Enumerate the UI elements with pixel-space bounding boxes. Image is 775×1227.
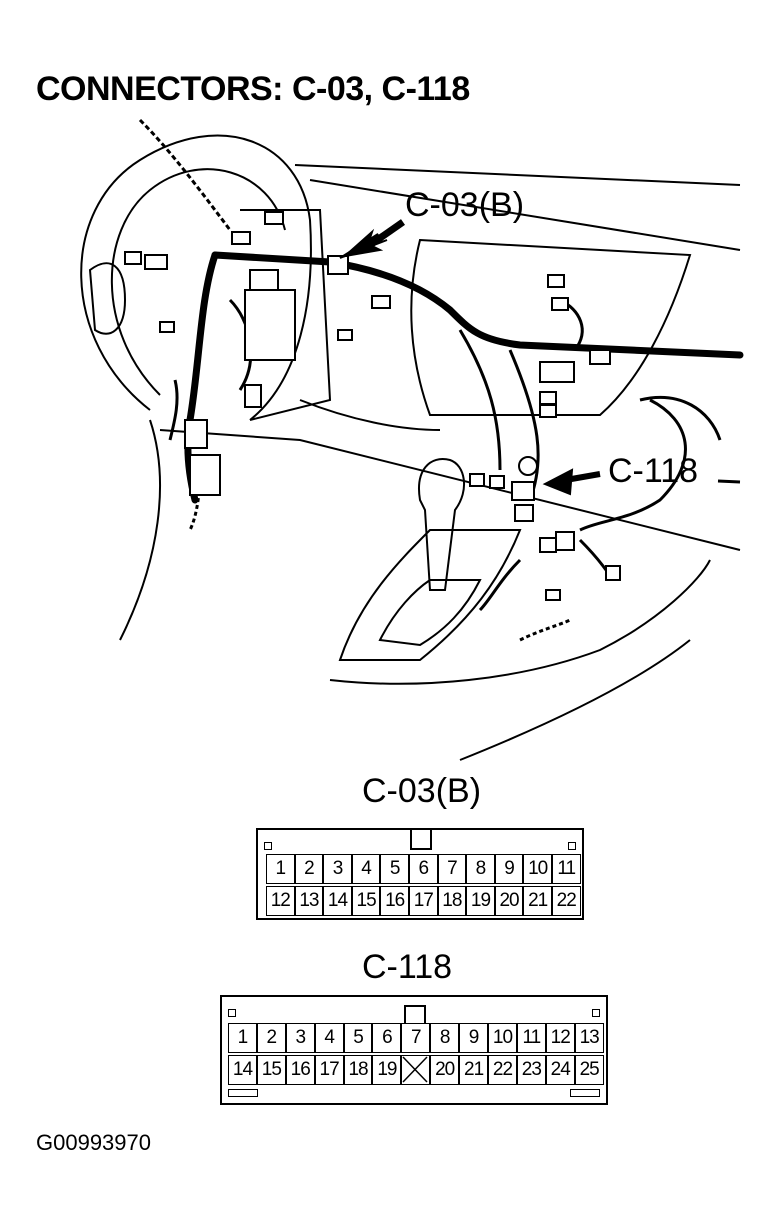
pin-cell: 18 [437,886,467,916]
connector-lock [592,1009,600,1017]
pin-cell: 13 [294,886,324,916]
glove-box [410,238,692,416]
connector-label-c03b: C-03(B) [362,772,482,810]
pin-cell: 7 [401,1023,431,1053]
pin-cell: 8 [466,854,495,884]
pin-cell: 19 [372,1055,402,1085]
pin-cell: 20 [430,1055,460,1085]
pin-cell: 1 [228,1023,257,1053]
pin-cell: 6 [408,854,438,884]
pin-row: 1 2 3 4 5 6 7 8 9 10 11 12 13 [228,1023,604,1053]
pin-cell: 22 [488,1055,517,1085]
pin-cell-empty [401,1055,431,1085]
pin-cell: 20 [494,886,524,916]
pin-row: 12 13 14 15 16 17 18 19 20 21 22 [266,886,581,916]
pin-cell: 24 [545,1055,575,1085]
pin-cell: 1 [266,854,295,884]
cavity-not-used-cross-icon [402,1056,428,1083]
pin-cell: 11 [516,1023,546,1053]
pin-cell: 13 [574,1023,604,1053]
connector-lock [568,842,576,850]
pin-cell: 21 [459,1055,489,1085]
pin-cell: 2 [294,854,324,884]
connector-key-tab [404,1005,426,1025]
gear-shifter [418,458,466,591]
dashboard-wiring-illustration [80,118,744,761]
pin-cell: 23 [516,1055,546,1085]
connector-label-c118: C-118 [362,948,453,986]
steering-wheel [80,134,312,421]
pin-cell: 14 [228,1055,257,1085]
pin-cell: 5 [343,1023,373,1053]
callout-label-c03b: C-03(B) [405,186,525,224]
connector-c03b: 1 2 3 4 5 6 7 8 9 10 11 12 13 14 15 16 1… [256,828,584,920]
pin-cell: 25 [574,1055,604,1085]
pin-cell: 4 [314,1023,344,1053]
pin-cell: 9 [494,854,524,884]
pin-cell: 12 [545,1023,575,1053]
pin-cell: 15 [256,1055,286,1085]
pin-cell: 17 [408,886,438,916]
connector-lock [264,842,272,850]
pin-cell: 21 [523,886,552,916]
pin-cell: 15 [351,886,381,916]
pin-row: 14 15 16 17 18 19 20 21 22 23 24 25 [228,1055,604,1085]
callout-label-c118: C-118 [608,452,699,490]
arrow-head-c118 [542,468,574,496]
pin-cell: 17 [314,1055,344,1085]
connector-lock [228,1009,236,1017]
pin-cell: 7 [437,854,467,884]
connector-c118: 1 2 3 4 5 6 7 8 9 10 11 12 13 14 15 16 1… [220,995,608,1105]
pin-cell: 3 [323,854,352,884]
dashboard-top [294,164,741,186]
pin-cell: 19 [466,886,495,916]
pin-cell: 16 [285,1055,315,1085]
pin-cell: 6 [372,1023,402,1053]
pin-cell: 16 [380,886,409,916]
pin-cell: 9 [459,1023,489,1053]
pin-cell: 10 [488,1023,517,1053]
connector-lock [570,1089,600,1097]
pin-row: 1 2 3 4 5 6 7 8 9 10 11 [266,854,581,884]
pin-cell: 3 [285,1023,315,1053]
connector-lock [228,1089,258,1097]
pin-cell: 22 [551,886,581,916]
pin-cell: 4 [351,854,381,884]
pin-cell: 8 [430,1023,460,1053]
pin-cell: 18 [343,1055,373,1085]
pin-cell: 5 [380,854,409,884]
pin-cell: 14 [323,886,352,916]
pin-cell: 11 [551,854,581,884]
pin-cell: 10 [523,854,552,884]
diagram-title: CONNECTORS: C-03, C-118 [36,70,470,108]
pin-cell: 2 [256,1023,286,1053]
main-harness [211,251,744,359]
figure-id: G00993970 [36,1130,151,1155]
center-console [338,529,522,661]
pin-cell: 12 [266,886,295,916]
connector-key-tab [410,828,432,850]
